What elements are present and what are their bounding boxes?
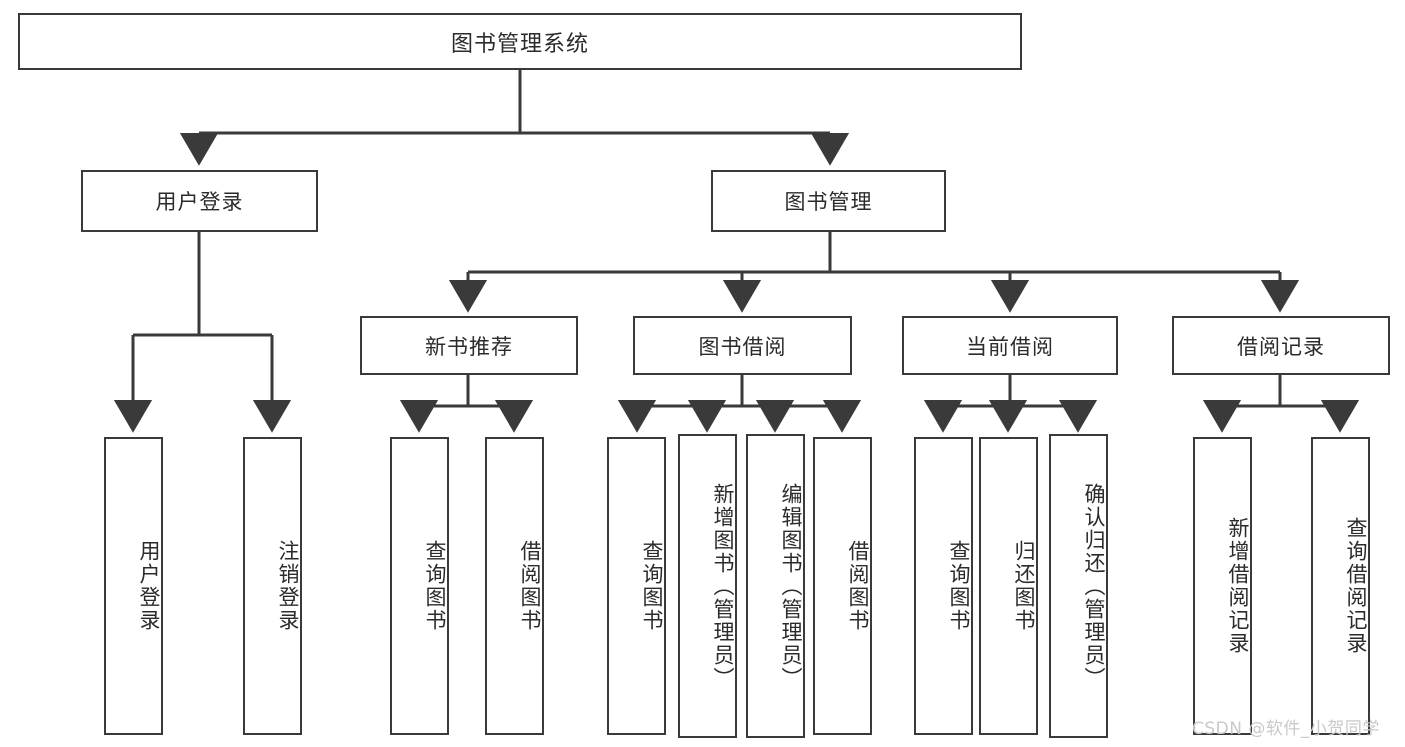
node-leaf-query-book-2[interactable]: 查询图书 bbox=[607, 437, 666, 735]
node-current-borrow-label: 当前借阅 bbox=[966, 334, 1054, 359]
node-leaf-user-logout-label: 注销登录 bbox=[276, 540, 300, 632]
node-leaf-borrow-book-2-label: 借阅图书 bbox=[846, 540, 870, 632]
node-leaf-edit-book-label: 编辑图书（管理员） bbox=[779, 482, 803, 690]
node-leaf-query-book-1-label: 查询图书 bbox=[423, 540, 447, 632]
csdn-watermark: CSDN @软件_小贺同学 bbox=[1192, 719, 1380, 739]
node-leaf-add-book[interactable]: 新增图书（管理员） bbox=[678, 434, 737, 738]
node-borrow-record[interactable]: 借阅记录 bbox=[1172, 316, 1390, 375]
node-leaf-query-record-label: 查询借阅记录 bbox=[1344, 517, 1368, 655]
node-root[interactable]: 图书管理系统 bbox=[18, 13, 1022, 70]
node-leaf-confirm-return[interactable]: 确认归还（管理员） bbox=[1049, 434, 1108, 738]
node-book-manage-label: 图书管理 bbox=[784, 190, 873, 214]
node-book-borrow[interactable]: 图书借阅 bbox=[633, 316, 852, 375]
node-current-borrow[interactable]: 当前借阅 bbox=[902, 316, 1118, 375]
node-leaf-user-login[interactable]: 用户登录 bbox=[104, 437, 163, 735]
node-leaf-query-book-2-label: 查询图书 bbox=[640, 540, 664, 632]
node-leaf-user-logout[interactable]: 注销登录 bbox=[243, 437, 302, 735]
node-leaf-borrow-book-1-label: 借阅图书 bbox=[518, 540, 542, 632]
node-leaf-add-record[interactable]: 新增借阅记录 bbox=[1193, 437, 1252, 735]
node-leaf-query-book-3-label: 查询图书 bbox=[947, 540, 971, 632]
node-leaf-borrow-book-1[interactable]: 借阅图书 bbox=[485, 437, 544, 735]
node-leaf-query-book-1[interactable]: 查询图书 bbox=[390, 437, 449, 735]
node-leaf-return-book[interactable]: 归还图书 bbox=[979, 437, 1038, 735]
node-user-login[interactable]: 用户登录 bbox=[81, 170, 318, 232]
node-leaf-user-login-label: 用户登录 bbox=[137, 540, 161, 632]
node-leaf-add-book-label: 新增图书（管理员） bbox=[711, 482, 735, 690]
node-leaf-query-book-3[interactable]: 查询图书 bbox=[914, 437, 973, 735]
node-leaf-add-record-label: 新增借阅记录 bbox=[1226, 517, 1250, 655]
node-leaf-borrow-book-2[interactable]: 借阅图书 bbox=[813, 437, 872, 735]
node-leaf-edit-book[interactable]: 编辑图书（管理员） bbox=[746, 434, 805, 738]
node-book-borrow-label: 图书借阅 bbox=[698, 334, 787, 359]
node-borrow-record-label: 借阅记录 bbox=[1237, 334, 1325, 359]
node-new-book-rec-label: 新书推荐 bbox=[425, 334, 513, 359]
node-root-label: 图书管理系统 bbox=[450, 31, 589, 57]
node-leaf-return-book-label: 归还图书 bbox=[1012, 540, 1036, 632]
node-leaf-confirm-return-label: 确认归还（管理员） bbox=[1082, 482, 1106, 690]
node-leaf-query-record[interactable]: 查询借阅记录 bbox=[1311, 437, 1370, 735]
node-book-manage[interactable]: 图书管理 bbox=[711, 170, 946, 232]
node-user-login-label: 用户登录 bbox=[155, 190, 244, 214]
node-new-book-rec[interactable]: 新书推荐 bbox=[360, 316, 578, 375]
